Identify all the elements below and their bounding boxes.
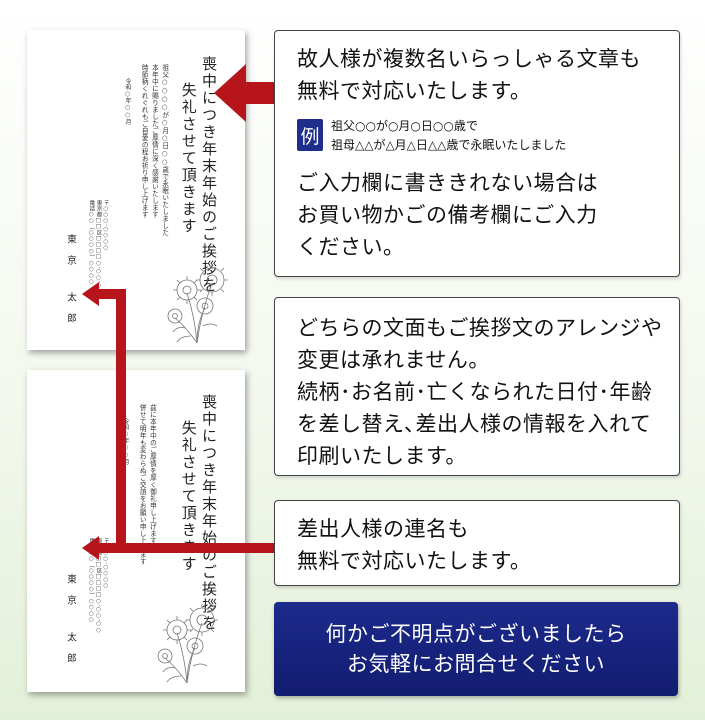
contact-banner[interactable]: 何かご不明点がございましたら お気軽にお問合せください bbox=[274, 602, 678, 696]
example-line-2: 祖母△△が△月△日△△歳で永眠いたしました bbox=[331, 138, 567, 152]
card2-address-line-1: 〒○○○-○○○○ bbox=[102, 538, 109, 590]
box1-line-4: お買い物かごの備考欄にご入力 bbox=[297, 203, 598, 227]
box3-text: 差出人様の連名も 無料で対応いたします。 bbox=[297, 513, 663, 577]
box1-text-1: 故人様が複数名いらっしゃる文章も 無料で対応いたします。 bbox=[297, 43, 663, 107]
info-box-joint-sender: 差出人様の連名も 無料で対応いたします。 bbox=[274, 500, 680, 586]
postcard-sample-2: 喪中につき年末年始のご挨拶を 失礼させて頂きます 茲に本年中のご厚情を厚く御礼申… bbox=[27, 370, 245, 692]
box2-text: どちらの文面もご挨拶文のアレンジや 変更は承れません。 続柄･お名前･亡くなられ… bbox=[297, 312, 663, 472]
card1-address-line-1: 〒○○○-○○○○ bbox=[102, 200, 109, 252]
card1-address: 〒○○○-○○○○ 東京都□□区□□□□○-○○-○○ 電話○○（○○○○）○○… bbox=[87, 200, 109, 296]
chrysanthemum-icon bbox=[167, 264, 228, 344]
card2-address-line-2: 東京都□□区□□□□○-○○-○○ bbox=[95, 538, 102, 634]
box2-line-1: どちらの文面もご挨拶文のアレンジや bbox=[297, 316, 663, 340]
box3-line-1: 差出人様の連名も bbox=[297, 517, 469, 541]
box2-line-2: 変更は承れません。 bbox=[297, 348, 490, 372]
card1-title-line-2: 失礼させて頂きます bbox=[179, 82, 198, 235]
card2-title-line-1: 喪中につき年末年始のご挨拶を bbox=[200, 394, 218, 632]
card1-body-line-2: 本年中に賜りましたご厚情に深く感謝いたします bbox=[150, 64, 159, 218]
box1-line-2: 無料で対応いたします。 bbox=[297, 79, 532, 103]
card1-name-1: 東 京 bbox=[65, 234, 76, 266]
example-row: 例 祖父○○が○月○日○○歳で 祖母△△が△月△日△△歳で永眠いたしました bbox=[297, 117, 663, 155]
card1-date: 令和○年○○月 bbox=[124, 78, 131, 126]
box2-line-5: 印刷いたします。 bbox=[297, 444, 467, 468]
card1-body-line-1: 祖父○○○○が○月○日○○歳で永眠いたしました bbox=[160, 64, 169, 237]
card2-title: 喪中につき年末年始のご挨拶を 失礼させて頂きます bbox=[179, 394, 220, 632]
card1-address-line-2: 東京都□□区□□□□○-○○-○○ bbox=[95, 200, 102, 296]
card2-name-2: 太 郎 bbox=[65, 632, 76, 664]
box1-line-3: ご入力欄に書ききれない場合は bbox=[297, 171, 598, 195]
box2-line-3: 続柄･お名前･亡くなられた日付･年齢 bbox=[297, 380, 653, 404]
contact-banner-line-1: 何かご不明点がございましたら bbox=[325, 622, 627, 646]
card1-body: 祖父○○○○が○月○日○○歳で永眠いたしました 本年中に賜りましたご厚情に深く感… bbox=[139, 64, 170, 236]
card2-address: 〒○○○-○○○○ 東京都□□区□□□□○-○○-○○ 電話○○（○○○○）○○… bbox=[87, 538, 109, 634]
card2-title-line-2: 失礼させて頂きます bbox=[179, 420, 198, 573]
card1-name-2: 太 郎 bbox=[65, 292, 76, 324]
postcard-sample-1: 喪中につき年末年始のご挨拶を 失礼させて頂きます 祖父○○○○が○月○日○○歳で… bbox=[27, 30, 245, 350]
card1-title-line-1: 喪中につき年末年始のご挨拶を bbox=[200, 56, 218, 294]
card2-date: 令和○年○○月 bbox=[122, 418, 129, 466]
card2-body-line-1: 茲に本年中のご厚情を厚く御礼申し上げます bbox=[148, 404, 157, 544]
card2-body-line-2: 併せて明年も変わらぬご交誼をお願い申し上げます bbox=[138, 404, 147, 565]
card2-name-1: 東 京 bbox=[65, 574, 76, 606]
info-box-multiple-deceased: 故人様が複数名いらっしゃる文章も 無料で対応いたします。 例 祖父○○が○月○日… bbox=[274, 30, 680, 277]
box1-line-1: 故人様が複数名いらっしゃる文章も bbox=[297, 47, 641, 71]
box2-line-4: を差し替え､差出人様の情報を入れて bbox=[297, 412, 652, 436]
card1-title: 喪中につき年末年始のご挨拶を 失礼させて頂きます bbox=[179, 56, 220, 294]
example-line-1: 祖父○○が○月○日○○歳で bbox=[331, 119, 478, 133]
box1-text-2: ご入力欄に書ききれない場合は お買い物かごの備考欄にご入力 ください。 bbox=[297, 167, 663, 263]
chrysanthemum-icon bbox=[157, 604, 218, 684]
contact-banner-line-2: お気軽にお問合せください bbox=[347, 652, 605, 676]
example-text: 祖父○○が○月○日○○歳で 祖母△△が△月△日△△歳で永眠いたしました bbox=[331, 117, 566, 155]
info-box-no-arrangement: どちらの文面もご挨拶文のアレンジや 変更は承れません。 続柄･お名前･亡くなられ… bbox=[274, 297, 680, 476]
box3-line-2: 無料で対応いたします。 bbox=[297, 549, 532, 573]
card2-body: 茲に本年中のご厚情を厚く御礼申し上げます 併せて明年も変わらぬご交誼をお願い申し… bbox=[137, 404, 157, 565]
card1-address-line-3: 電話○○（○○○○）○○○○ bbox=[88, 200, 95, 286]
card1-body-line-3: 時節柄くれぐれもご自愛の程お祈り申し上げます bbox=[140, 64, 149, 218]
card2-address-line-3: 電話○○（○○○○）○○○○ bbox=[88, 538, 95, 624]
example-badge: 例 bbox=[297, 119, 323, 151]
box1-line-5: ください。 bbox=[297, 235, 405, 259]
